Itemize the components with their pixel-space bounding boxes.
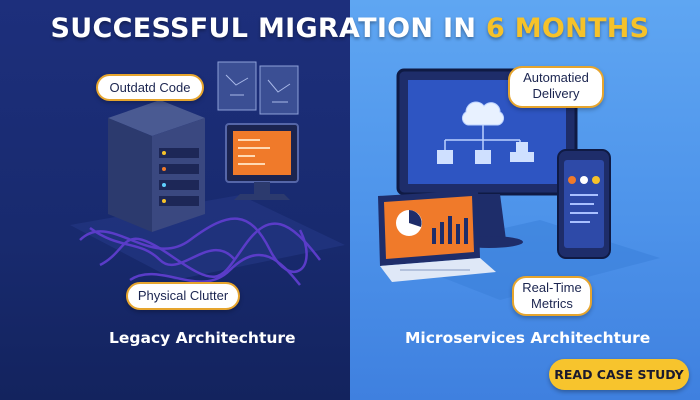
- callout-physical-clutter: Physical Clutter: [126, 282, 240, 310]
- headline: SUCCESSFUL MIGRATION IN 6 MONTHS: [0, 13, 700, 44]
- diagram-sheet-icon: [217, 61, 299, 115]
- legacy-monitor-icon: [225, 123, 299, 200]
- caption-legacy: Legacy Architechture: [109, 329, 296, 347]
- read-case-study-button[interactable]: READ CASE STUDY: [549, 359, 689, 390]
- callout-real-time-metrics-line1: Real-Time: [522, 280, 582, 295]
- caption-microservices: Microservices Architechture: [405, 329, 651, 347]
- tangled-cables: [79, 217, 321, 286]
- callout-real-time-metrics-line2: Metrics: [531, 296, 573, 311]
- headline-text: SUCCESSFUL MIGRATION IN: [50, 13, 486, 44]
- callout-automated-delivery-line1: Automatied: [523, 70, 589, 85]
- server-icon: [108, 100, 205, 232]
- headline-highlight: 6 MONTHS: [485, 13, 650, 44]
- callout-automated-delivery: Automatied Delivery: [508, 66, 604, 108]
- callout-real-time-metrics: Real-Time Metrics: [512, 276, 592, 316]
- smartphone-icon: [557, 149, 611, 259]
- callout-automated-delivery-line2: Delivery: [532, 86, 580, 101]
- tablet-icon: [378, 190, 496, 282]
- callout-outdated-code: Outdatd Code: [96, 74, 204, 101]
